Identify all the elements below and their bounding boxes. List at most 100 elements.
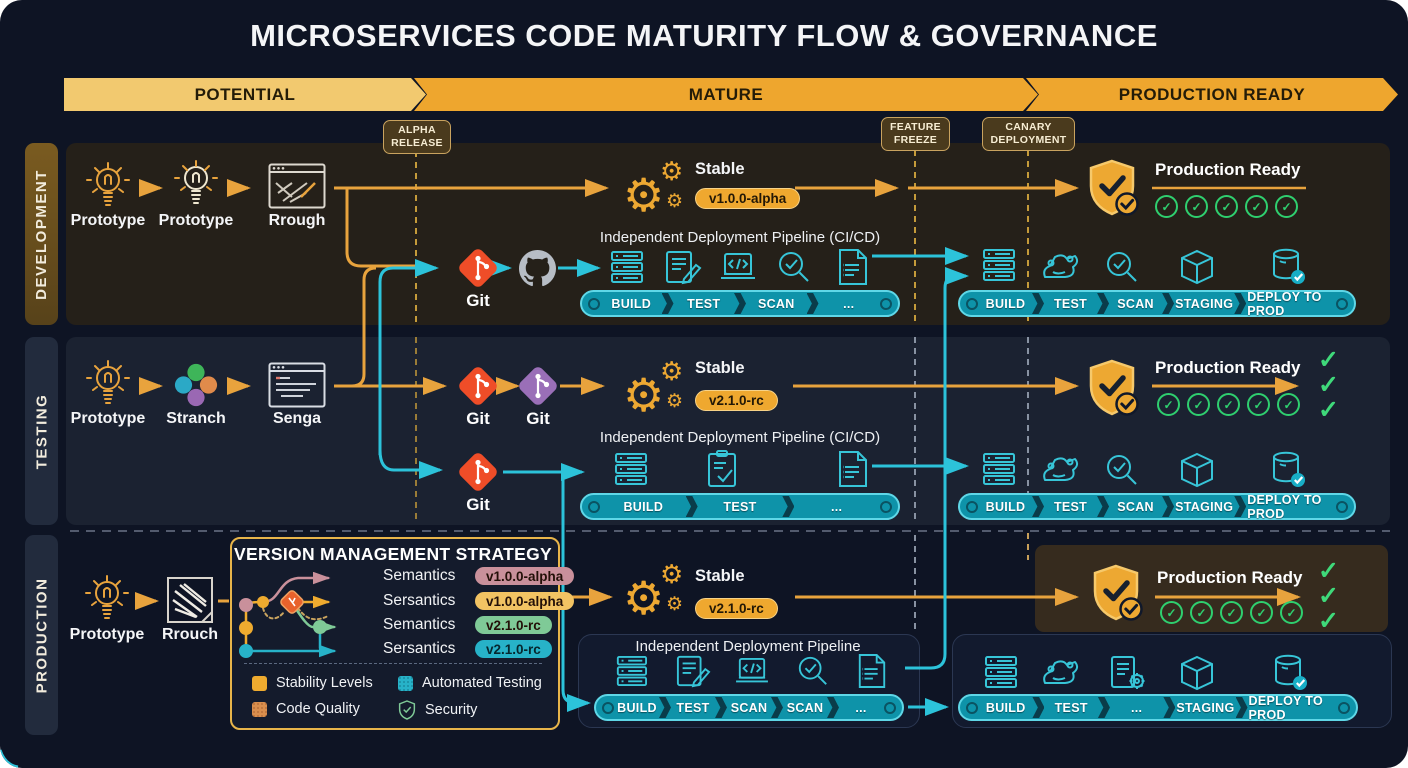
scan-magnifier-icon — [776, 249, 812, 285]
shield-check-icon — [1086, 359, 1140, 417]
dev-step-label: Prototype — [70, 212, 146, 229]
vms-title: VERSION MANAGEMENT STRATEGY — [234, 544, 552, 564]
pipeline-stage: SCAN — [757, 296, 795, 311]
check-circle-icon: ✓ — [1157, 393, 1180, 416]
chevron-divider — [1032, 697, 1045, 718]
git-icon — [455, 449, 501, 495]
vms-version-badge: v2.1.0-rc — [475, 640, 552, 658]
pipeline-stage: ... — [831, 499, 843, 514]
chevron-divider — [1163, 697, 1176, 718]
milestone-canary-line1: CANARY — [1005, 121, 1052, 133]
lane-development-label: DEVELOPMENT — [33, 168, 50, 300]
milestone-canary-line2: DEPLOYMENT — [990, 134, 1067, 147]
pipeline-stage: TEST — [1054, 700, 1088, 715]
check-circle-icon: ✓ — [1217, 393, 1240, 416]
prod-ready-label: Production Ready — [1157, 568, 1303, 587]
doc-lines-icon — [836, 248, 870, 286]
bar-end-dot — [966, 297, 978, 310]
milestone-feature-freeze: FEATURE FREEZE — [881, 117, 950, 152]
pipeline-stage: ... — [843, 296, 855, 311]
pipeline-stage: ... — [1131, 700, 1143, 715]
milestone-alpha-line1: ALPHA — [398, 124, 436, 136]
doc-gear-icon — [1108, 654, 1146, 692]
banner-mature-label: MATURE — [688, 84, 764, 104]
legend-label: Code Quality — [276, 701, 360, 717]
vms-row-label: Semantics — [383, 567, 456, 584]
pipeline-stage: DEPLOY TO PROD — [1247, 289, 1322, 318]
check-circle-icon: ✓ — [1160, 601, 1183, 624]
vms-row-label: Sersantics — [383, 592, 456, 609]
check-circle-icon: ✓ — [1185, 195, 1208, 218]
chevron-divider — [806, 293, 819, 314]
chevron-divider — [782, 496, 795, 517]
pipeline-stage: STAGING — [1175, 499, 1234, 514]
gear-tiny-icon: ⚙ — [666, 391, 684, 412]
chevron-divider — [715, 697, 727, 718]
pipeline-stage: TEST — [1053, 499, 1088, 514]
pipeline-stage: STAGING — [1176, 700, 1235, 715]
chevron-divider — [1097, 293, 1110, 314]
chevron-divider — [1032, 496, 1045, 517]
sketch-window-icon — [268, 163, 326, 209]
branch-circles-icon — [174, 363, 218, 407]
gear-tiny-icon: ⚙ — [666, 594, 684, 615]
scan-magnifier-icon — [1104, 249, 1140, 285]
test-step-label: Senga — [272, 410, 321, 427]
clipboard-check-icon — [705, 450, 739, 488]
prod-step-label: Rrouch — [162, 626, 218, 643]
laptop-code-icon — [718, 252, 758, 284]
gear-small-icon: ⚙ — [660, 559, 684, 589]
pipeline-stage: ... — [855, 700, 867, 715]
chevron-divider — [1234, 293, 1247, 314]
test-toy-icon — [1039, 656, 1081, 690]
git-icon — [455, 245, 501, 291]
test-stable-label: Stable — [695, 359, 745, 377]
check-circle-icon: ✓ — [1280, 601, 1303, 624]
lane-tab-testing: TESTING — [25, 337, 58, 525]
pipeline-stage: BUILD — [617, 700, 657, 715]
check-icon: ✓ — [1318, 371, 1339, 399]
vms-version-badge: v2.1.0-rc — [475, 616, 552, 634]
shield-check-icon — [1086, 159, 1140, 217]
pipeline-stage: BUILD — [611, 296, 652, 311]
prod-check-row: ✓ ✓ ✓ ✓ ✓ — [1160, 601, 1303, 624]
test-git2-label: Git — [526, 409, 550, 428]
dev-pipeline1-bar: BUILD TEST SCAN ... — [580, 290, 900, 317]
bar-end-dot — [602, 701, 614, 714]
server-icon — [612, 452, 648, 486]
lane-production-label: PRODUCTION — [33, 577, 50, 693]
test-pipeline1-bar: BUILD TEST ... — [580, 493, 900, 520]
chevron-divider — [771, 697, 783, 718]
server-icon — [608, 250, 644, 284]
dev-check-row: ✓ ✓ ✓ ✓ ✓ — [1155, 195, 1298, 218]
check-icon: ✓ — [1318, 557, 1339, 585]
pipeline-stage: TEST — [687, 296, 721, 311]
doc-pencil-icon — [664, 249, 702, 285]
bar-end-dot — [588, 500, 600, 513]
check-circle-icon: ✓ — [1250, 601, 1273, 624]
bar-end-dot — [884, 701, 896, 714]
check-icon: ✓ — [1318, 582, 1339, 610]
gears-icon: ⚙ — [623, 169, 665, 221]
check-circle-icon: ✓ — [1187, 393, 1210, 416]
chevron-divider — [1162, 496, 1175, 517]
banner-production-ready: PRODUCTION READY — [1026, 78, 1398, 111]
pipeline-stage: SCAN — [1117, 296, 1154, 311]
pipeline-stage: SCAN — [730, 700, 768, 715]
dev-pipeline1-title: Independent Deployment Pipeline (CI/CD) — [599, 229, 881, 246]
chevron-divider — [685, 496, 698, 517]
check-circle-icon: ✓ — [1247, 393, 1270, 416]
server-icon — [614, 655, 648, 687]
pipeline-stage: BUILD — [623, 499, 664, 514]
database-check-icon — [1271, 653, 1309, 691]
dev-pipeline2-bar: BUILD TEST SCAN STAGING DEPLOY TO PROD — [958, 289, 1356, 318]
test-step-label: Prototype — [70, 410, 146, 427]
vms-row: Sersantics v1.0.0-alpha — [383, 592, 575, 610]
package-box-icon — [1178, 451, 1216, 489]
stability-swatch — [252, 675, 267, 691]
test-check-row: ✓ ✓ ✓ ✓ ✓ — [1157, 393, 1300, 416]
check-circle-icon: ✓ — [1245, 195, 1268, 218]
server-icon — [980, 452, 1016, 486]
git-purple-icon — [515, 363, 561, 409]
